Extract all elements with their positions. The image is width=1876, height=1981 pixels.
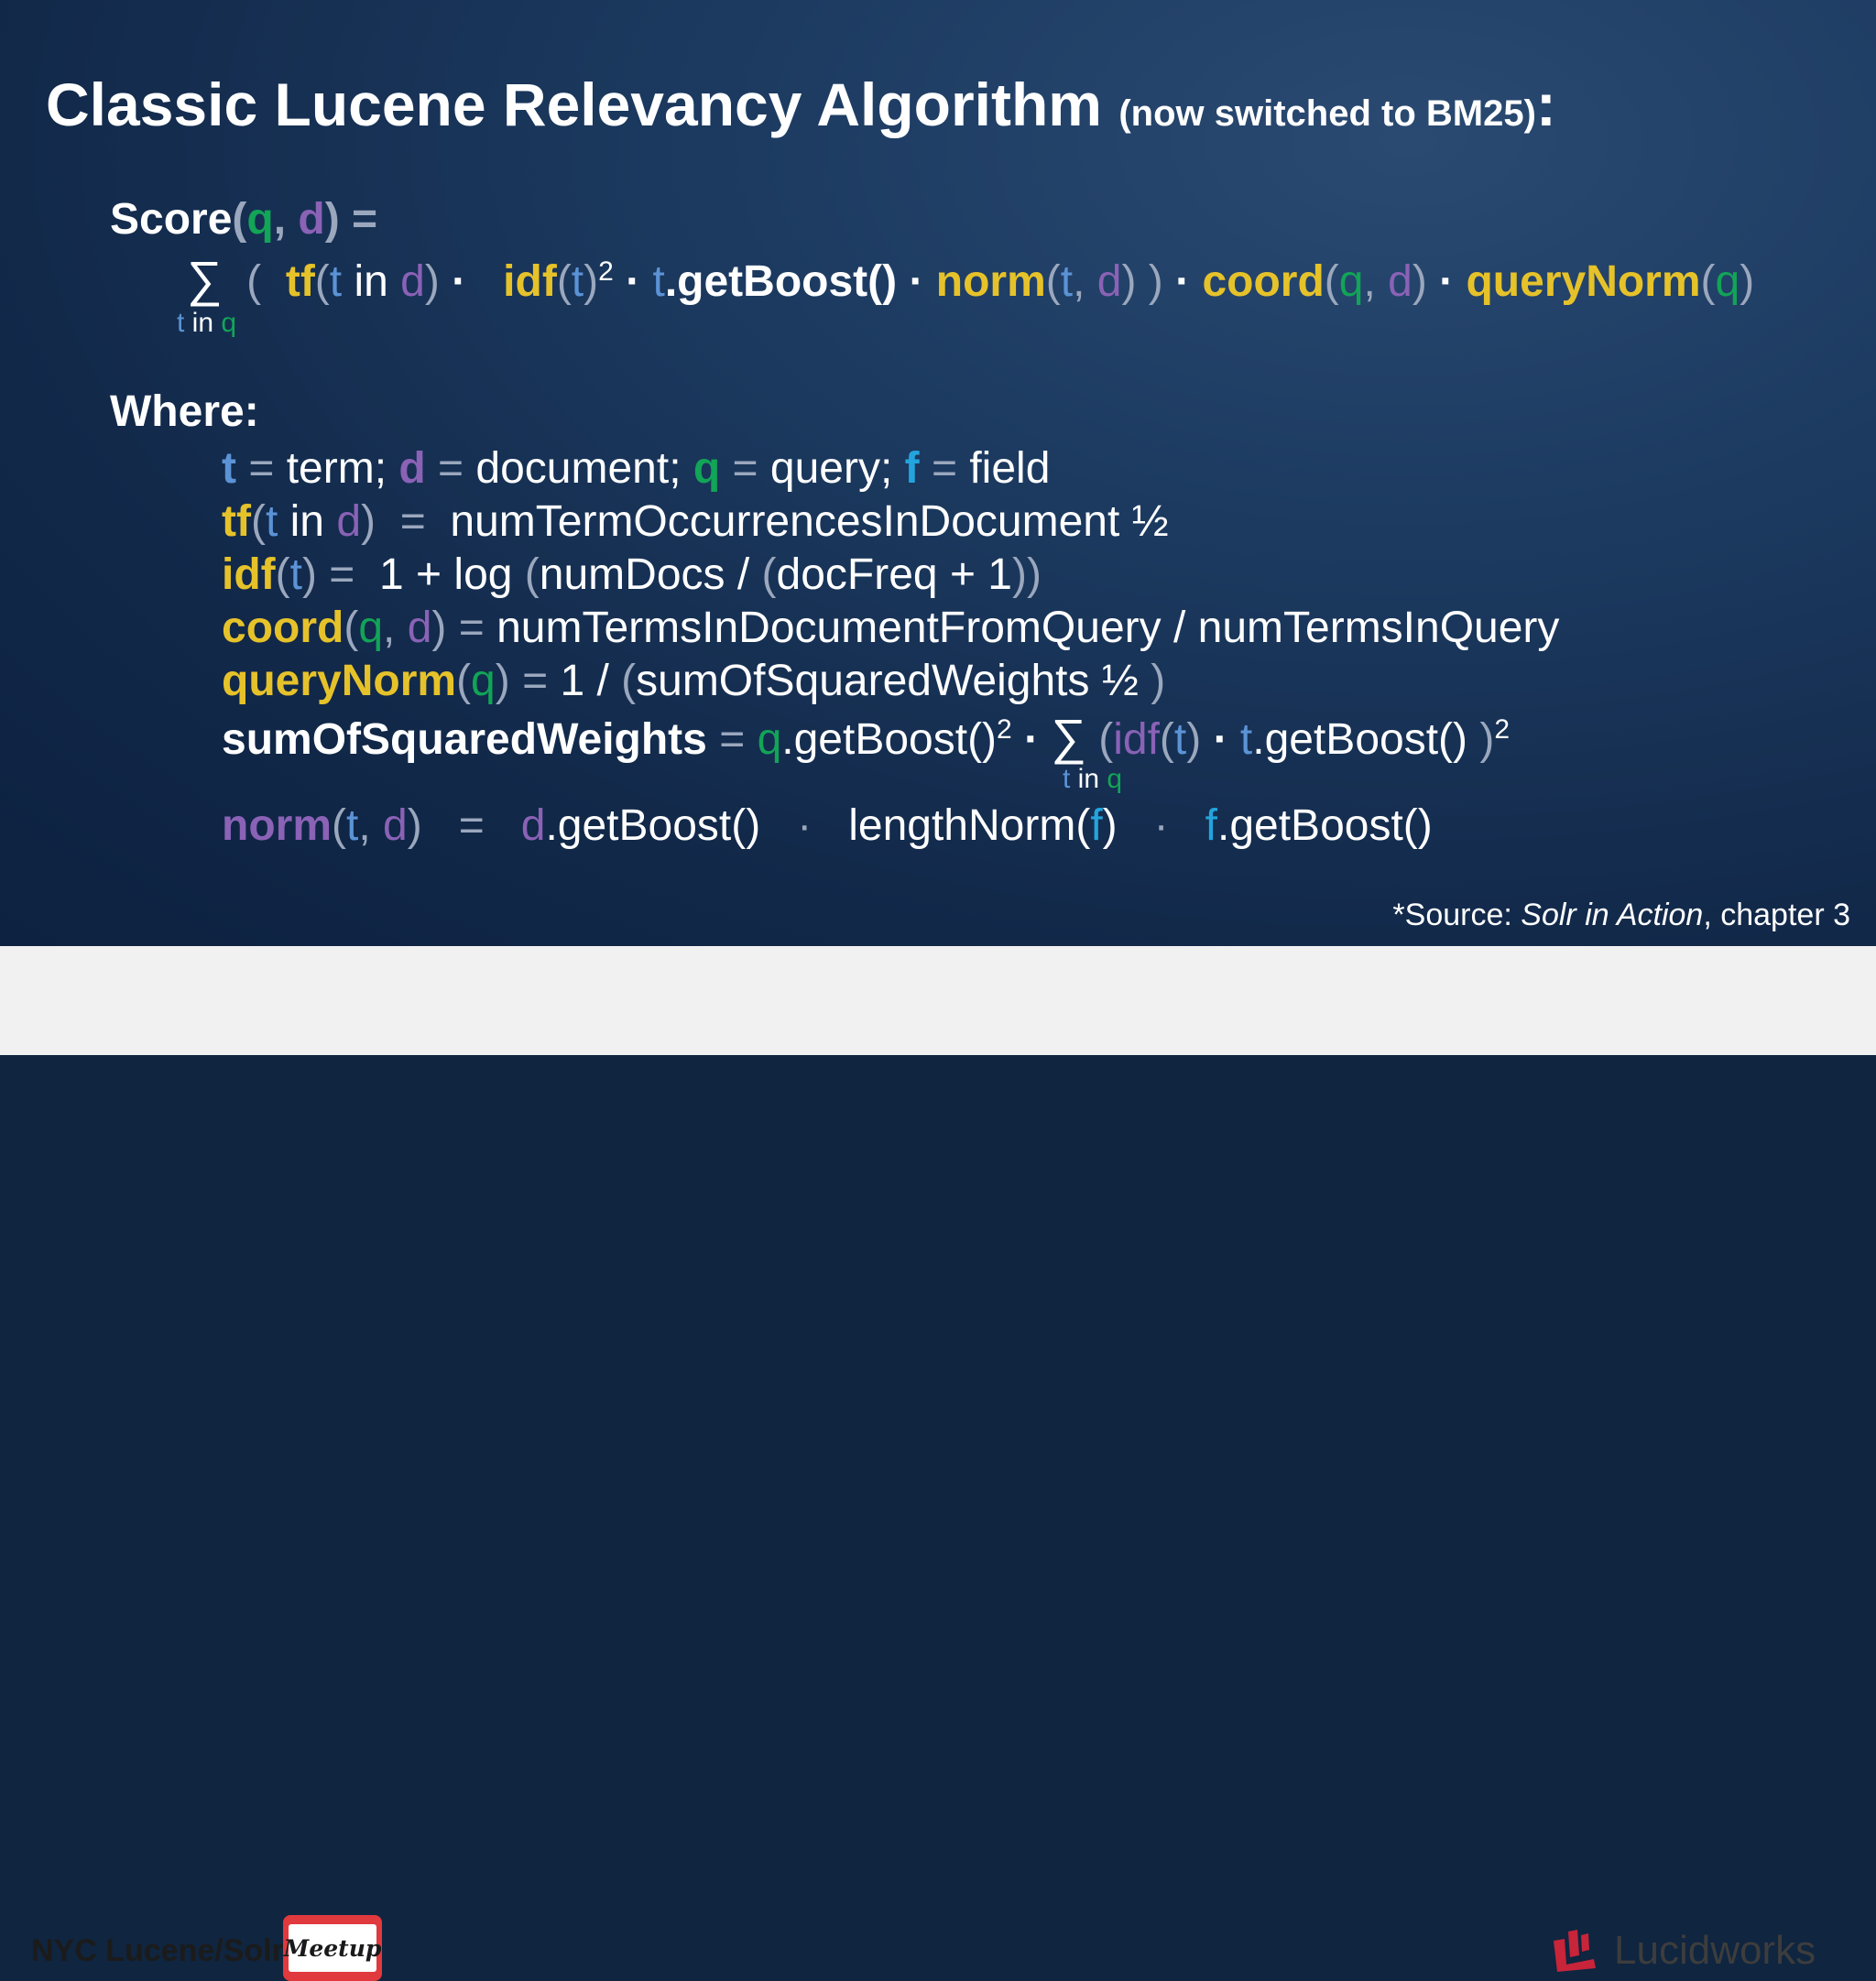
sigma-symbol: ∑ [187, 252, 223, 307]
sum-index-label: t in q [177, 308, 237, 338]
footer-bar: NYC Lucene/Solr Meetup Lucidworks [0, 946, 1876, 1981]
lucidworks-logo-icon [1554, 1930, 1596, 1972]
definition-idf: idf(t) = 1 + log (numDocs / (docFreq + 1… [222, 550, 1042, 599]
meetup-logo-text: Meetup [284, 1924, 381, 1972]
definition-tf: tf(t in d) = numTermOccurrencesInDocumen… [222, 497, 1169, 546]
definition-coord: coord(q, d) = numTermsInDocumentFromQuer… [222, 604, 1560, 652]
brand-name: Lucidworks [1614, 1928, 1816, 1973]
definition-norm: norm(t, d) = d.getBoost() · lengthNorm(f… [222, 801, 1433, 850]
title-subtitle: (now switched to BM25) [1118, 93, 1536, 134]
slide-body: Classic Lucene Relevancy Algorithm (now … [0, 0, 1876, 946]
sum-index-label-2: t in q [1063, 764, 1123, 794]
definition-variables: t = term; d = document; q = query; f = f… [222, 444, 1051, 493]
definition-sumofsquaredweights: sumOfSquaredWeights = q.getBoost()2 · ∑ … [222, 710, 1511, 765]
where-heading: Where: [110, 387, 259, 436]
score-heading: Score(q, d) = [110, 195, 378, 244]
score-formula: ∑ ( tf(t in d) · idf(t)2 · t.getBoost() … [187, 252, 1755, 307]
source-citation: *Source: Solr in Action, chapter 3 [1392, 898, 1850, 932]
group-name: NYC Lucene/Solr [31, 1933, 284, 1968]
definition-querynorm: queryNorm(q) = 1 / (sumOfSquaredWeights … [222, 657, 1166, 705]
sigma-symbol: ∑ [1051, 710, 1086, 765]
slide-title: Classic Lucene Relevancy Algorithm (now … [46, 71, 1556, 138]
meetup-logo: Meetup [283, 1915, 382, 1981]
